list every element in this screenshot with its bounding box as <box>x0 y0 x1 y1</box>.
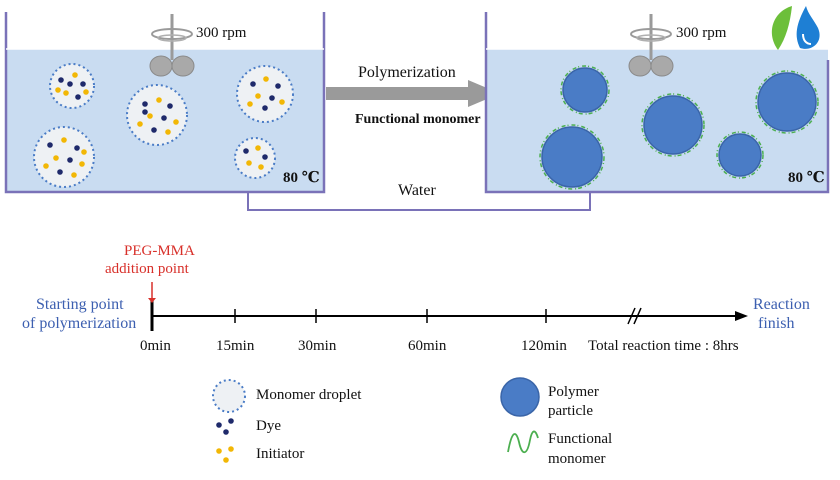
monomer-droplet <box>49 63 95 109</box>
legend-dye-icon <box>216 418 234 435</box>
legend-particle-label-line1: Polymer <box>548 384 599 400</box>
end-label-line2: finish <box>758 315 795 332</box>
water-connector <box>247 192 591 211</box>
left-rpm-label: 300 rpm <box>196 25 247 41</box>
legend-functional-icon <box>507 430 539 454</box>
monomer-droplet <box>33 126 95 188</box>
tick-label: 30min <box>298 338 337 354</box>
addition-label-line2: addition point <box>105 261 189 277</box>
monomer-droplet <box>234 137 276 179</box>
timeline <box>148 282 748 331</box>
legend-dye-label: Dye <box>256 418 281 434</box>
legend-initiator-label: Initiator <box>256 446 305 462</box>
left-tank-wall <box>4 12 326 194</box>
axis-break <box>633 307 642 325</box>
addition-point-arrowhead <box>148 298 156 303</box>
tick-label: 120min <box>521 338 567 354</box>
left-temp-label: 80 ℃ <box>283 170 320 186</box>
legend-particle-label-line2: particle <box>548 403 593 419</box>
monomer-droplet <box>126 84 188 146</box>
polymerization-label: Polymerization <box>358 64 456 81</box>
end-label-line1: Reaction <box>753 296 810 313</box>
polymerization-arrow <box>326 80 500 107</box>
right-tank-wall <box>484 12 830 194</box>
tick-label: 15min <box>216 338 255 354</box>
polymer-particle <box>641 93 705 157</box>
start-label-line1: Starting point <box>36 296 124 313</box>
monomer-droplet <box>236 65 294 123</box>
polymer-particle <box>560 65 610 115</box>
legend-droplet-icon <box>212 379 246 413</box>
timeline-arrowhead <box>735 311 748 321</box>
polymer-particle <box>716 131 764 179</box>
legend-initiator-icon <box>216 446 234 463</box>
polymer-particle <box>755 70 819 134</box>
legend-graphics <box>212 377 540 463</box>
water-label: Water <box>398 182 436 199</box>
addition-label-line1: PEG-MMA <box>124 243 195 259</box>
start-label-line2: of polymerization <box>22 315 137 332</box>
total-time-label: Total reaction time : 8hrs <box>588 338 739 354</box>
polymer-particle <box>539 124 605 190</box>
functional-monomer-label: Functional monomer <box>355 112 481 127</box>
right-rpm-label: 300 rpm <box>676 25 727 41</box>
tick-label: 0min <box>140 338 171 354</box>
axis-break <box>627 307 636 325</box>
legend-droplet-label: Monomer droplet <box>256 387 362 403</box>
legend-functional-label-line2: monomer <box>548 451 606 467</box>
stirrer-icon <box>628 14 674 77</box>
legend-functional-label-line1: Functional <box>548 431 613 447</box>
stirrer-icon <box>149 14 195 77</box>
tick-label: 60min <box>408 338 447 354</box>
right-temp-label: 80 ℃ <box>788 170 825 186</box>
legend-particle-icon <box>500 377 540 417</box>
leaf-water-drop-logo <box>771 6 820 50</box>
